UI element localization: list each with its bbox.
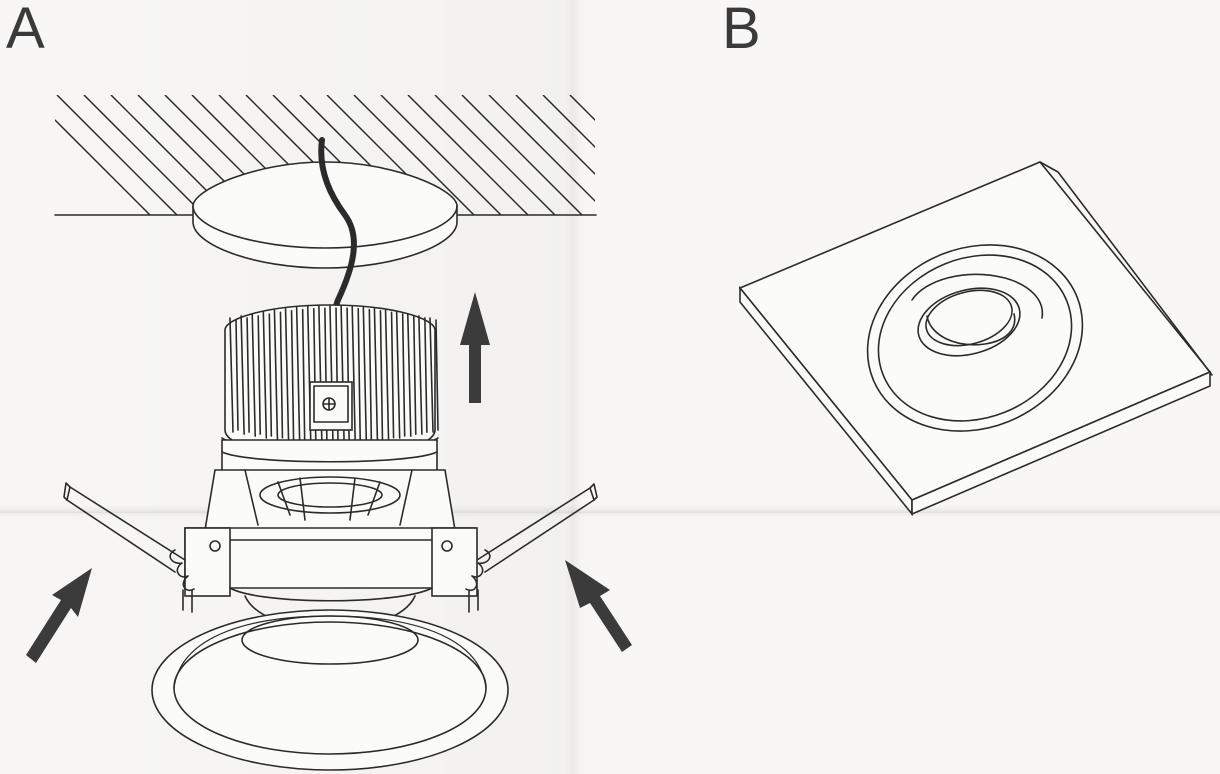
- heat-sink-fin: [395, 311, 406, 439]
- left-squeeze-arrow-icon: [26, 568, 92, 663]
- right-spring-clip: [465, 483, 598, 613]
- heat-sink-fin: [262, 311, 273, 439]
- heat-sink-fin: [295, 306, 306, 444]
- heat-sink-fin: [273, 309, 284, 441]
- hatch-line: [83, 95, 205, 215]
- hatch-line: [56, 95, 178, 215]
- heat-sink-fin: [240, 315, 250, 435]
- heat-sink-fin: [373, 308, 384, 442]
- heat-sink-fin: [406, 313, 417, 437]
- heat-sink-fin: [362, 306, 373, 444]
- heat-sink-fin: [229, 317, 239, 433]
- ceiling-cutout: [192, 161, 458, 269]
- hatch-line: [407, 95, 529, 215]
- hatch-line: [597, 95, 717, 215]
- hatch-line: [461, 95, 583, 215]
- panel-b-illustration: [738, 161, 1213, 517]
- panel-a-illustration: [26, 95, 717, 771]
- panel-label-b: B: [722, 0, 761, 61]
- hatch-line: [542, 95, 595, 149]
- hatch-line: [488, 95, 595, 203]
- recessed-light-opening: [866, 244, 1084, 432]
- hatch-line: [515, 95, 595, 176]
- right-squeeze-arrow-icon: [565, 560, 632, 652]
- heat-sink-fin: [351, 305, 362, 445]
- trim-ring: [151, 609, 509, 771]
- lens-housing: [204, 439, 456, 531]
- hatch-line: [353, 95, 475, 215]
- push-up-arrow-icon: [460, 292, 490, 403]
- hatch-line: [434, 95, 556, 215]
- hatch-line: [569, 95, 595, 122]
- downlight-body: [184, 527, 478, 651]
- heat-sink-fin: [284, 308, 295, 442]
- heat-sink-fin: [418, 315, 428, 435]
- hatch-line: [380, 95, 502, 215]
- heat-sink-fin: [429, 317, 439, 433]
- square-trim-plate: [738, 161, 1213, 517]
- heat-sink-fin: [251, 313, 262, 437]
- heat-sink-fin: [384, 309, 395, 441]
- left-spring-clip: [63, 482, 195, 613]
- cable-clamp: [309, 381, 353, 431]
- hatch-line: [55, 118, 151, 215]
- panel-label-a: A: [6, 0, 45, 61]
